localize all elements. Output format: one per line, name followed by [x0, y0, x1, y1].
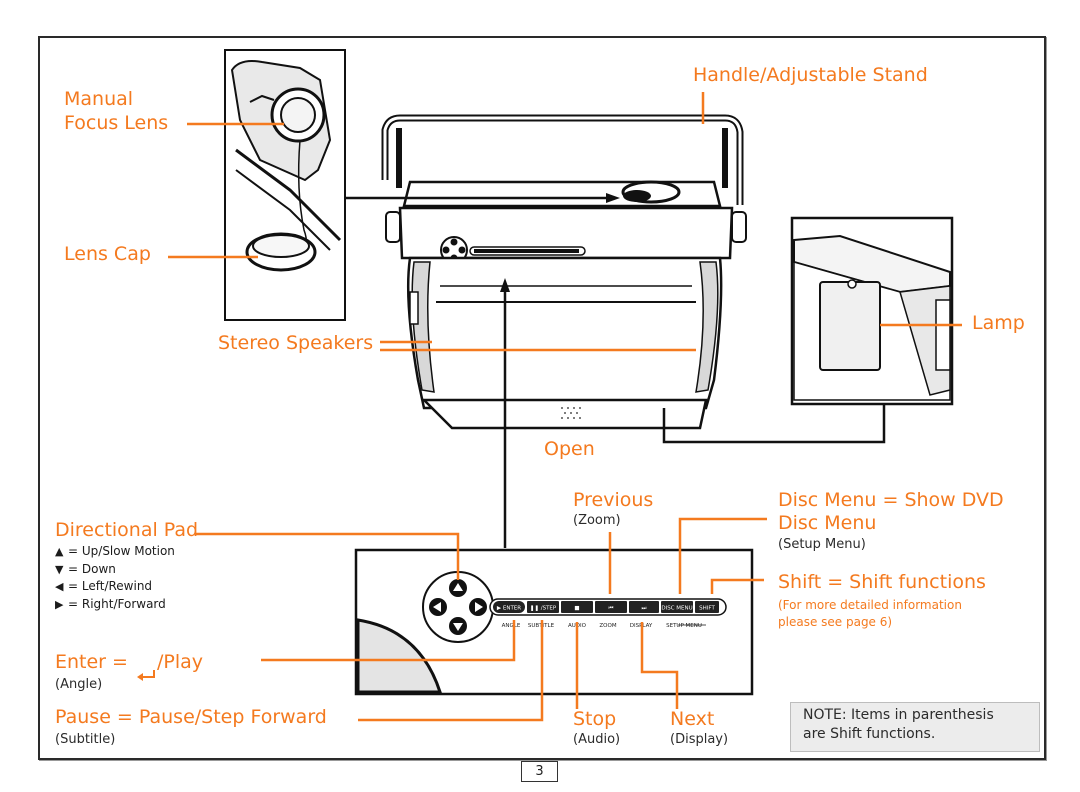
direction-item: ▶= Right/Forward	[55, 596, 175, 614]
leader-lines	[168, 92, 962, 722]
label-shift: Shift = Shift functions	[778, 571, 986, 593]
label-handle: Handle/Adjustable Stand	[693, 64, 928, 86]
control-sublabel: ANGLE	[502, 623, 521, 629]
right-triangle-icon: ▶	[55, 597, 64, 611]
control-button-label: DISC MENU	[661, 606, 692, 612]
label-manual-focus: Manual	[64, 88, 134, 110]
control-button	[493, 601, 525, 613]
control-button	[695, 601, 719, 613]
control-button-label: SHIFT	[699, 606, 715, 612]
control-button	[595, 601, 627, 613]
label-enter: Enter =	[55, 651, 128, 673]
note-box: NOTE: Items in parenthesis are Shift fun…	[790, 702, 1040, 752]
label-next: Next	[670, 708, 715, 730]
control-button	[629, 601, 659, 613]
lens-inset	[224, 49, 346, 321]
label-disc-menu-2: Disc Menu	[778, 512, 877, 534]
label-disc-menu-sub: (Setup Menu)	[778, 537, 866, 552]
direction-list: ▲= Up/Slow Motion ▼= Down ◀= Left/Rewind…	[55, 543, 175, 613]
control-sublabel: SETUP MENU	[666, 623, 702, 629]
page-number: 3	[521, 761, 558, 782]
direction-item: ▲= Up/Slow Motion	[55, 543, 175, 561]
control-button	[561, 601, 593, 613]
label-lens-cap: Lens Cap	[64, 243, 151, 265]
label-lamp: Lamp	[972, 312, 1025, 334]
control-sublabel: ZOOM	[599, 623, 616, 629]
label-stereo-speakers: Stereo Speakers	[218, 332, 374, 354]
label-shift-sub-2: please see page 6)	[778, 615, 893, 629]
control-button	[527, 601, 559, 613]
label-open: Open	[544, 438, 595, 460]
down-triangle-icon: ▼	[55, 562, 64, 576]
control-button-label: ■	[574, 606, 579, 612]
enter-arrow-icon	[137, 670, 155, 681]
label-focus-lens: Focus Lens	[64, 112, 169, 134]
label-stop-sub: (Audio)	[573, 732, 621, 747]
control-button-label: ⏮	[609, 606, 614, 612]
note-line-1: NOTE: Items in parenthesis	[803, 707, 994, 723]
label-enter-sub: (Angle)	[55, 677, 103, 692]
label-pause: Pause = Pause/Step Forward	[55, 706, 327, 728]
label-pause-sub: (Subtitle)	[55, 732, 116, 747]
label-enter-play: /Play	[157, 651, 204, 673]
label-next-sub: (Display)	[670, 732, 729, 747]
left-triangle-icon: ◀	[55, 580, 64, 593]
control-button-label: ⏭	[642, 606, 647, 612]
label-shift-sub: (For more detailed information	[778, 598, 962, 612]
connector-lines	[345, 196, 886, 548]
control-button	[661, 601, 693, 613]
up-triangle-icon: ▲	[55, 545, 64, 558]
label-stop: Stop	[573, 708, 617, 730]
label-previous-sub: (Zoom)	[573, 513, 621, 528]
note-line-2: are Shift functions.	[803, 726, 936, 742]
label-disc-menu: Disc Menu = Show DVD	[778, 489, 1004, 511]
projector-body	[381, 114, 747, 430]
label-directional-pad: Directional Pad	[55, 519, 199, 541]
direction-item: ◀= Left/Rewind	[55, 578, 175, 596]
direction-item: ▼= Down	[55, 561, 175, 579]
control-button-label: ▶ ENTER	[497, 606, 521, 612]
label-previous: Previous	[573, 489, 654, 511]
lamp-inset	[790, 216, 954, 406]
control-button-label: ❚❚ /STEP	[530, 605, 557, 612]
page-frame	[38, 36, 1046, 760]
